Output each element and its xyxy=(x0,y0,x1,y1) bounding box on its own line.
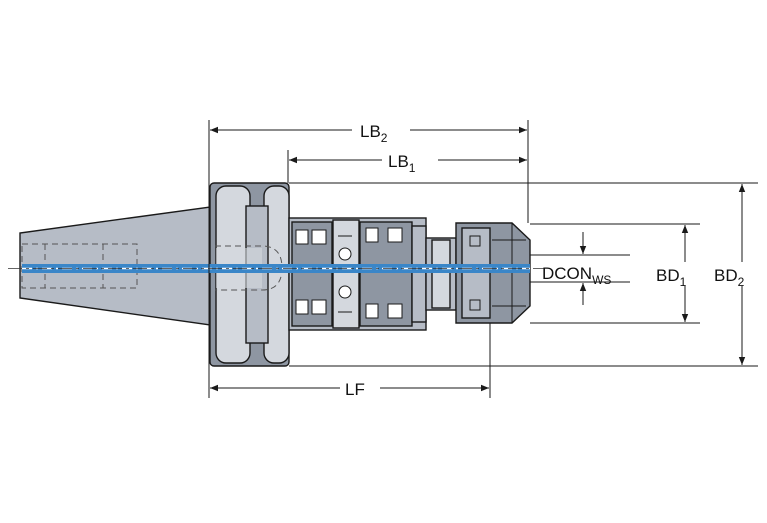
dcon-label: DCONWS xyxy=(542,264,611,287)
dimensions: LB2 LB1 LF DCONWS BD1 BD2 xyxy=(208,118,762,400)
bd2-label: BD2 xyxy=(714,266,745,289)
lf-label: LF xyxy=(345,380,365,399)
lb1-label: LB1 xyxy=(388,152,416,175)
bd1-label: BD1 xyxy=(656,266,687,289)
lb2-label: LB2 xyxy=(360,122,388,145)
tool-body xyxy=(19,182,531,367)
